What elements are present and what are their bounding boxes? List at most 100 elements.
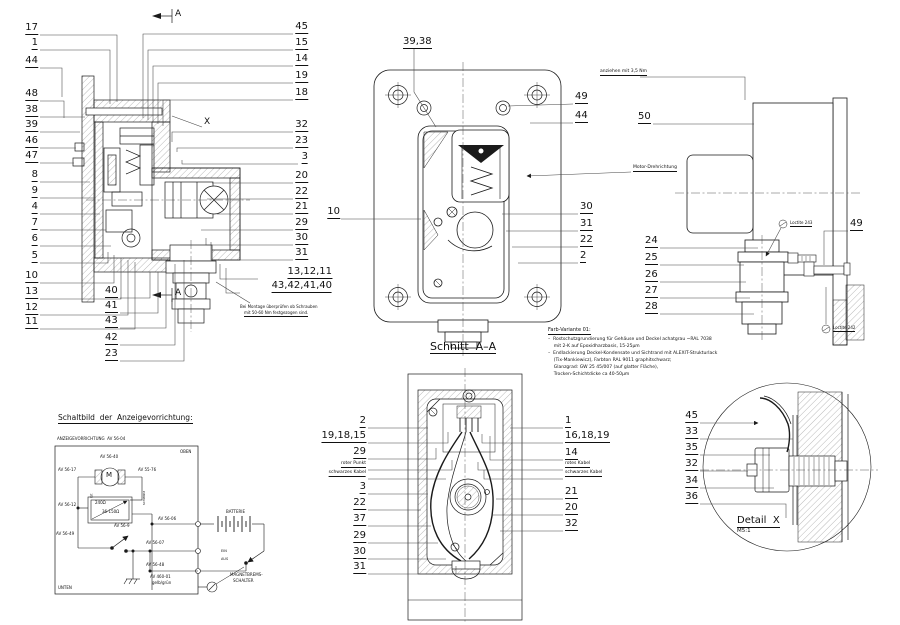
callout-46: 46: [25, 135, 38, 149]
callout-26: 26: [645, 269, 658, 283]
circuit-batterie: BATTERIE: [226, 509, 245, 514]
leader-line: [368, 566, 457, 575]
callout-49b: 49: [850, 218, 863, 232]
callout-10: 10: [25, 270, 38, 284]
callout-35: 35: [685, 442, 698, 456]
circuit-ein: EIN: [221, 549, 227, 553]
note-roter-punkt: roter Punkt: [340, 461, 366, 469]
leader-line: [40, 252, 109, 264]
farb-line3: – Endlackierung Deckel-Kondensate und Si…: [548, 351, 718, 356]
leader-line: [120, 272, 151, 299]
circuit-magnet-line2: SCHALTER: [233, 578, 254, 583]
circuit-oben: OBEN: [180, 449, 192, 454]
callout-23: 23: [105, 348, 118, 362]
callout-31c: 31: [353, 561, 366, 575]
callout-2b: 2: [359, 415, 366, 429]
left-section-view: [72, 9, 250, 332]
farb-line2: mit 2-K auf Epoxidharzbasis, 15-25µm: [548, 344, 640, 349]
callout-14b: 14: [565, 447, 578, 461]
leader-line: [147, 49, 293, 120]
front-view: [373, 62, 562, 356]
leader-line: [413, 49, 437, 128]
circuit-av56-06: AV 56-06: [158, 516, 177, 521]
callout-19-18-15: 19,18,15: [321, 430, 366, 444]
callout-29b: 29: [353, 446, 366, 460]
note-schwarzes-kabel-right: schwarzes Kabel: [565, 470, 603, 478]
leader-line: [368, 448, 437, 460]
callout-34: 34: [685, 475, 698, 489]
callout-49: 49: [575, 91, 588, 105]
callout-17: 17: [25, 22, 38, 36]
circuit-gelb-gruen: gelb/grün: [152, 580, 172, 585]
leader-line: [225, 268, 240, 294]
callout-50: 50: [638, 111, 651, 125]
assembly-note-line1: Bei Montage überprüfen ob Schrauben: [240, 304, 318, 309]
section-title: Schnitt A–A: [430, 340, 497, 355]
callout-9: 9: [31, 185, 38, 199]
leader-line: [640, 76, 746, 100]
detail-title: Detail X: [737, 515, 780, 529]
wiring-schematic: [54, 445, 265, 595]
callout-2: 2: [580, 250, 587, 264]
farb-heading: Farb-Variante 01:: [548, 327, 591, 335]
callout-31: 31: [295, 247, 308, 261]
leader-line: [171, 131, 293, 142]
section-arrow-a-bottom: A: [175, 288, 182, 298]
circuit-240ohm: 240Ω: [95, 500, 106, 505]
farb-line1: – Rostschutzgrundierung für Gehäuse und …: [548, 337, 712, 342]
callout-30b: 30: [580, 201, 593, 215]
circuit-wire-schwarz: schwarz: [142, 490, 147, 506]
leader-line: [489, 436, 563, 461]
leader-line: [181, 160, 298, 165]
callout-24: 24: [645, 235, 658, 249]
callout-37: 37: [353, 513, 366, 527]
leader-line: [152, 65, 293, 122]
callout-43: 43: [105, 315, 118, 329]
callout-38: 38: [25, 104, 38, 118]
callout-10b: 10: [327, 206, 340, 220]
leader-line: [210, 242, 293, 261]
callout-22c: 22: [353, 497, 366, 511]
leader-line: [40, 262, 136, 330]
circuit-av56-48: AV 56-48: [146, 562, 165, 567]
leader-line: [477, 462, 563, 471]
circuit-wire-rot: rot: [89, 493, 94, 499]
callout-22: 22: [295, 186, 308, 200]
detail-scale: M5:1: [737, 528, 751, 534]
callout-3b: 3: [359, 481, 366, 495]
callout-40: 40: [105, 285, 118, 299]
callout-20: 20: [295, 170, 308, 184]
leader-line: [142, 33, 293, 118]
detail-x-view: [700, 382, 878, 552]
leader-line: [120, 264, 176, 346]
leader-line: [162, 99, 293, 126]
callout-27: 27: [645, 285, 658, 299]
callout-47: 47: [25, 150, 38, 164]
callout-5: 5: [31, 250, 38, 264]
leader-line: [40, 260, 129, 316]
callout-45: 45: [295, 21, 308, 35]
callout-7: 7: [31, 217, 38, 231]
callout-36: 36: [685, 491, 698, 505]
callout-13: 13: [25, 286, 38, 300]
leader-line: [700, 503, 787, 518]
callout-12: 12: [25, 302, 38, 316]
callout-43-42-41-40: 43,42,41,40: [271, 280, 332, 294]
assembly-note-line2: mit 50-60 Nm festgezogen sind.: [244, 310, 309, 317]
leader-line: [368, 460, 453, 471]
loctite-note-upper: Loctite 243: [790, 220, 813, 227]
callout-29: 29: [295, 217, 308, 231]
leader-line: [526, 171, 632, 179]
callout-18: 18: [295, 87, 308, 101]
callout-39: 39: [25, 119, 38, 133]
circuit-36-150ohm: 36-150Ω: [102, 509, 120, 514]
leader-line: [215, 281, 251, 304]
farb-line5: Glanzgrad: GW 25 45/007 (auf glatter Flä…: [548, 365, 659, 370]
callout-25: 25: [645, 252, 658, 266]
circuit-av56-40: AV 56-40: [100, 454, 119, 459]
side-view: [675, 97, 865, 346]
callout-29c: 29: [353, 530, 366, 544]
